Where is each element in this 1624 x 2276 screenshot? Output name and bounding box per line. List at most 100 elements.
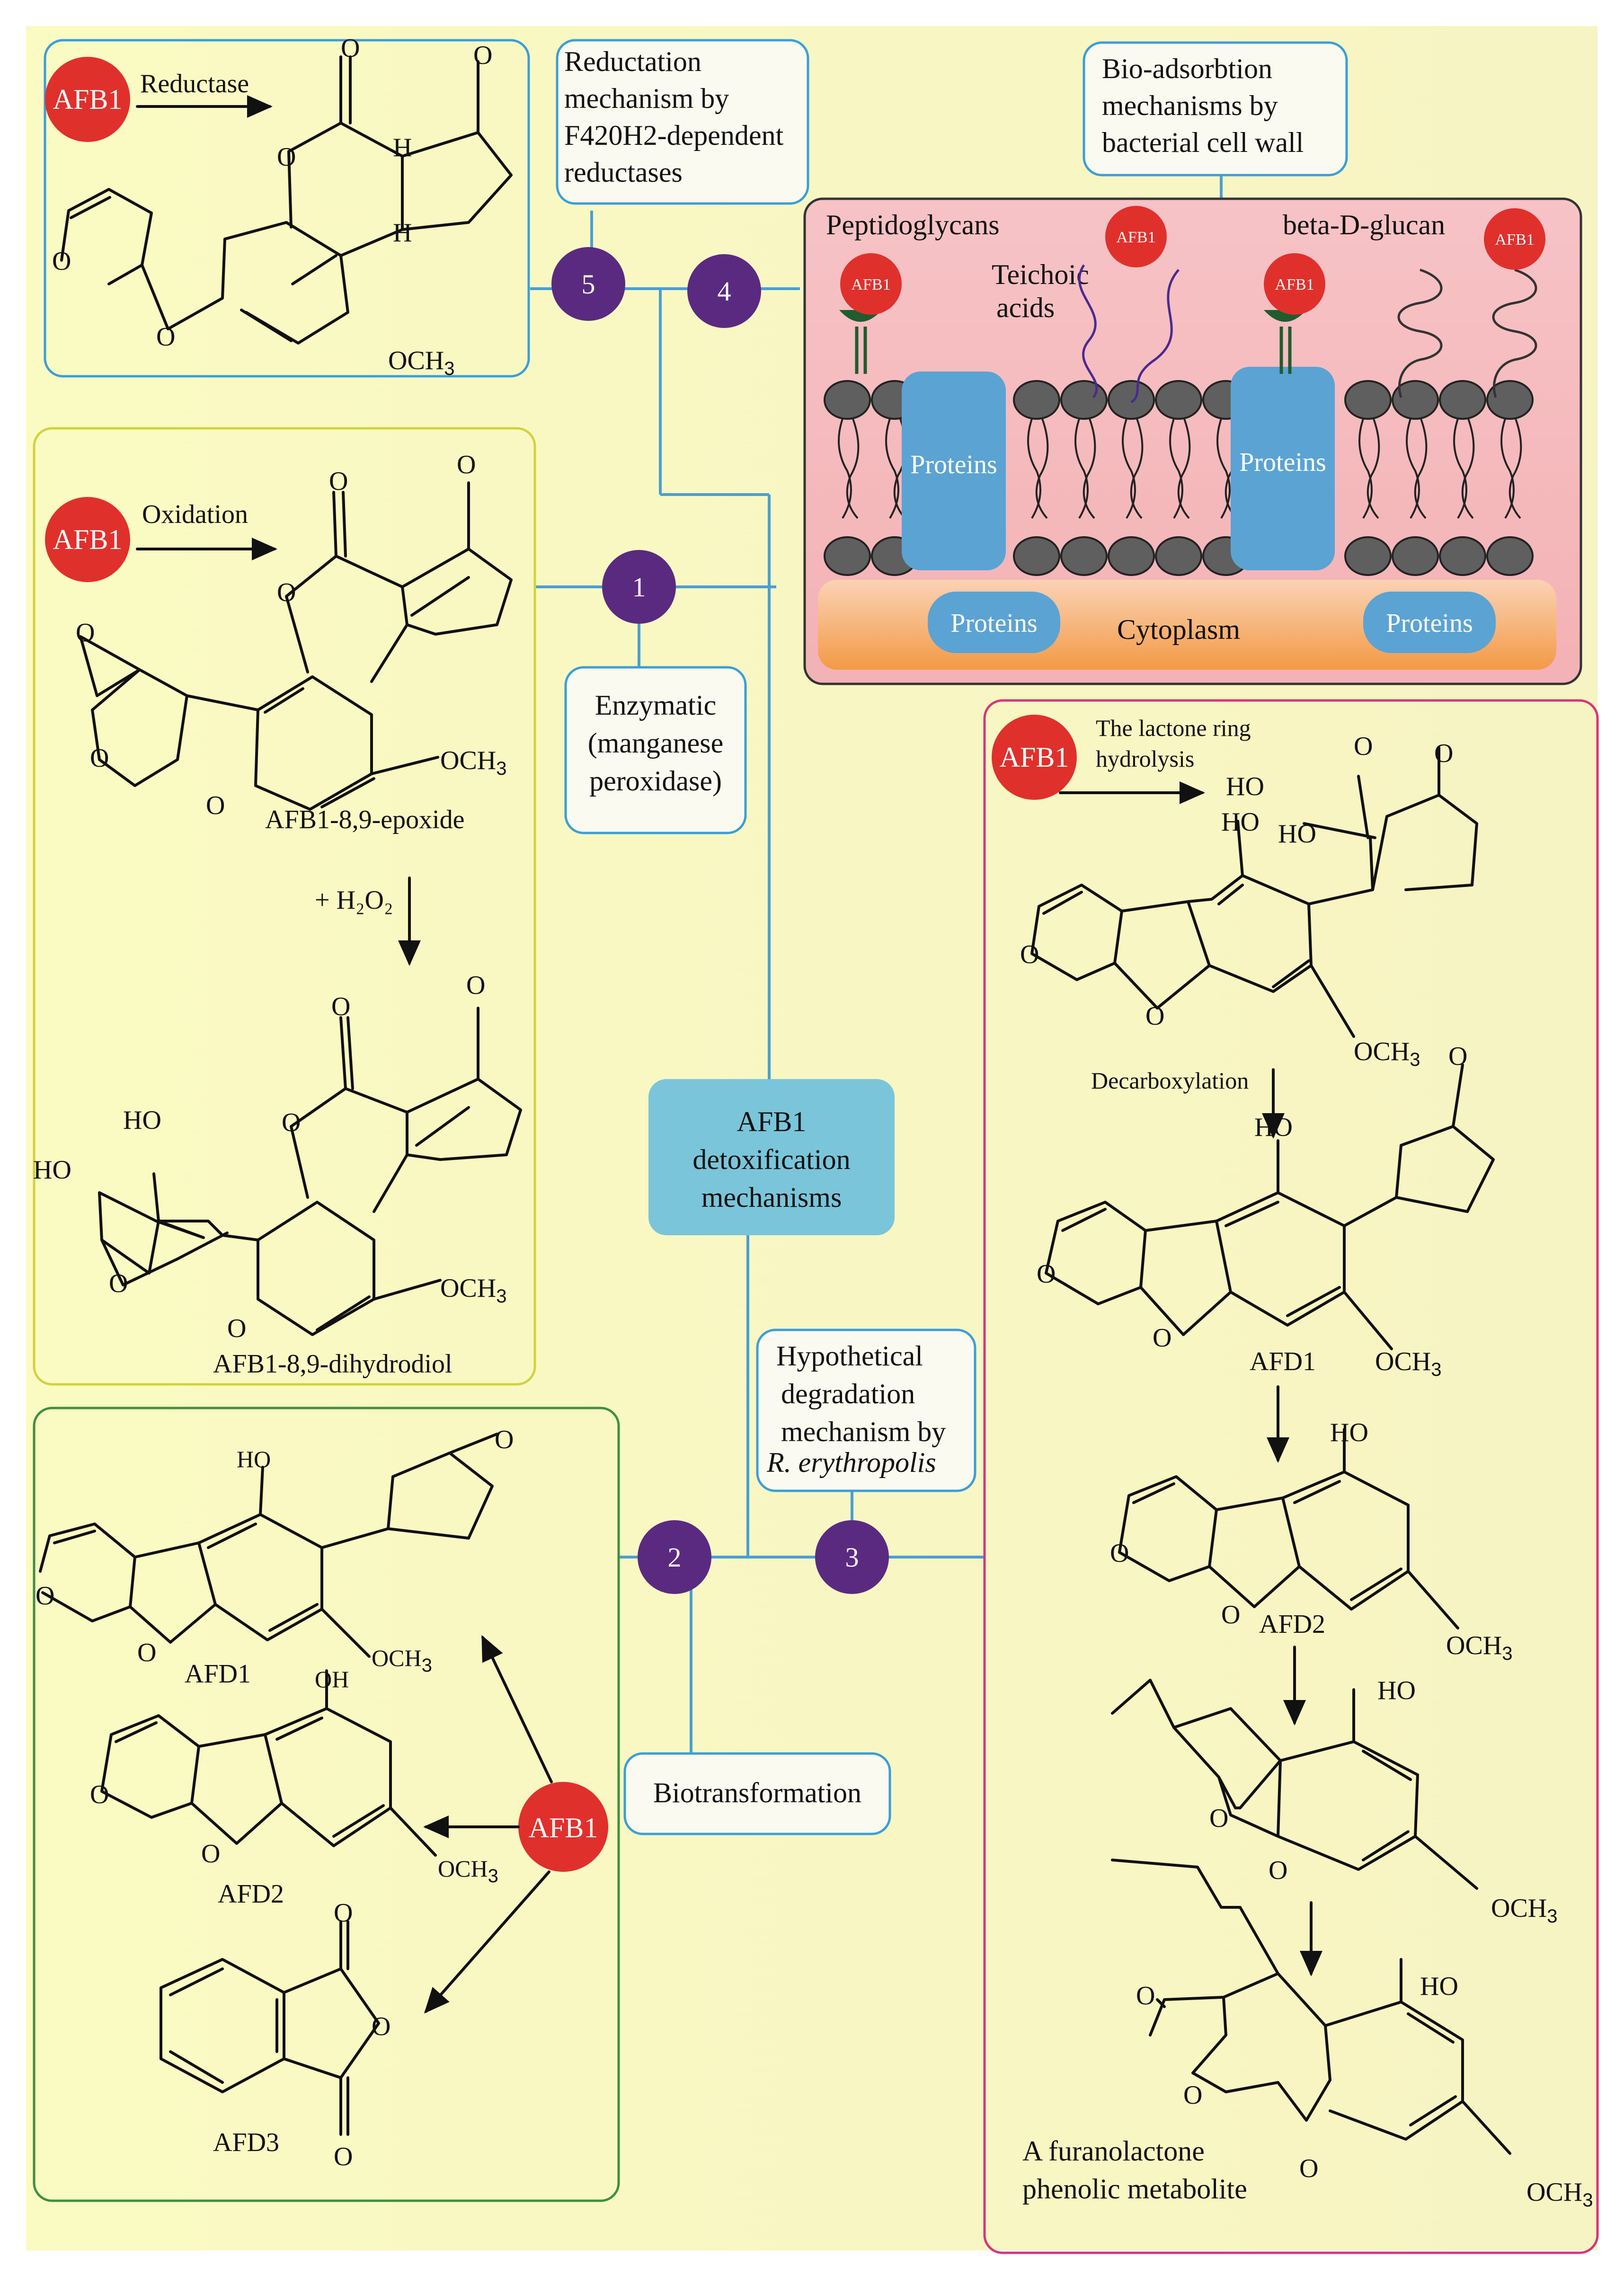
- och3-label: OCH3: [438, 1855, 498, 1886]
- svg-text:AFD1: AFD1: [185, 1659, 251, 1689]
- svg-text:Proteins: Proteins: [1386, 609, 1473, 638]
- svg-text:O: O: [372, 2012, 390, 2041]
- afd2-structure: [1118, 1428, 1459, 1630]
- svg-text:Reductation: Reductation: [564, 46, 701, 77]
- lipid-head: [1486, 380, 1534, 420]
- bioadsorption-label-box: Bio-adsorbtion mechanisms by bacterial c…: [1083, 41, 1348, 177]
- lipid-head: [1392, 380, 1439, 420]
- svg-text:AFB1: AFB1: [737, 1106, 807, 1137]
- och3-label: OCH3: [440, 746, 506, 779]
- peptidoglycan-receptor-2: AFB1: [1264, 253, 1325, 374]
- afd2-structure-box2: [100, 1669, 437, 1857]
- svg-text:O: O: [1183, 2081, 1202, 2110]
- svg-text:O: O: [1434, 739, 1453, 768]
- svg-text:O: O: [277, 578, 296, 607]
- svg-text:O: O: [495, 1425, 514, 1454]
- peptidoglycan-receptor-1: AFB1: [839, 253, 902, 374]
- lipid-head: [1439, 380, 1486, 420]
- afd1-structure: [1045, 1063, 1495, 1350]
- lipid-tail: [1509, 418, 1522, 519]
- reduced-afb1-structure: [60, 55, 513, 345]
- och3-label: OCH3: [440, 1274, 506, 1307]
- mechanism-1-panel: AFB1 Oxidation O O O O O O OCH3 AFB1-8,9…: [33, 427, 536, 1386]
- svg-text:O: O: [1145, 1001, 1164, 1031]
- svg-text:mechanism by: mechanism by: [564, 83, 729, 114]
- protein-cyto-2: [1363, 592, 1496, 653]
- node-2: 2: [638, 1520, 711, 1594]
- arrow: [424, 1870, 550, 2014]
- svg-text:HO: HO: [1330, 1418, 1368, 1447]
- svg-text:AFB1: AFB1: [1275, 276, 1314, 293]
- lipid-tail: [1367, 418, 1380, 519]
- svg-text:O: O: [227, 1314, 246, 1343]
- dihydrodiol-structure: [98, 1007, 522, 1336]
- lipid-head: [1344, 536, 1392, 576]
- lipid-head: [1486, 536, 1534, 576]
- mechanism-5-panel: AFB1 Reductase O O O H H O O OCH3: [44, 34, 530, 379]
- lipid-tail: [1083, 418, 1096, 519]
- node-3: 3: [815, 1520, 889, 1594]
- svg-text:reductases: reductases: [564, 157, 683, 188]
- svg-text:3: 3: [845, 1542, 859, 1573]
- enzymatic-label-box: Enzymatic (manganese peroxidase): [564, 666, 747, 834]
- svg-text:mechanism by: mechanism by: [781, 1416, 946, 1447]
- svg-text:O: O: [1110, 1539, 1129, 1568]
- glucan-afb1: AFB1: [1397, 208, 1545, 398]
- h-label-2: H: [393, 218, 412, 248]
- och3-label: OCH3: [372, 1645, 432, 1676]
- svg-text:O: O: [1136, 1981, 1155, 2010]
- svg-text:HO: HO: [1226, 772, 1264, 801]
- oxidation-label: Oxidation: [142, 500, 248, 529]
- lipid-head: [824, 380, 871, 420]
- protein-channel-1: [902, 372, 1006, 570]
- lipid-head: [1155, 380, 1202, 420]
- afb1-badge: [45, 57, 130, 142]
- och3-label: OCH3: [1491, 1894, 1557, 1927]
- svg-text:mechanisms: mechanisms: [701, 1182, 842, 1213]
- lipid-head: [1108, 380, 1155, 420]
- svg-text:O: O: [1269, 1856, 1287, 1885]
- afb1-label: AFB1: [53, 84, 123, 115]
- svg-text:(manganese: (manganese: [588, 727, 724, 759]
- svg-text:Proteins: Proteins: [910, 450, 997, 479]
- lipid-head: [1108, 536, 1155, 576]
- svg-text:O: O: [90, 1780, 109, 1809]
- svg-text:HO: HO: [1254, 1113, 1293, 1142]
- svg-text:O: O: [1037, 1259, 1056, 1289]
- hypothetical-label-box: Hypothetical degradation mechanism by R.…: [756, 1328, 976, 1492]
- svg-text:O: O: [1020, 940, 1039, 969]
- lipid-tail: [846, 418, 860, 519]
- node-5: 5: [551, 247, 625, 321]
- och3-label: OCH3: [388, 346, 454, 379]
- cell-wall-panel: Peptidoglycans Teichoic acids beta-D-glu…: [803, 197, 1582, 685]
- svg-text:OH: OH: [315, 1666, 349, 1692]
- svg-text:O: O: [1299, 2154, 1318, 2183]
- svg-text:HO: HO: [123, 1106, 161, 1135]
- lipid-head: [1392, 536, 1439, 576]
- reductase-label: Reductase: [140, 69, 249, 98]
- o-label-3: O: [277, 142, 296, 172]
- epoxide-structure: [79, 481, 513, 811]
- lipid-tail: [1177, 418, 1191, 519]
- svg-text:1: 1: [632, 572, 646, 602]
- svg-text:AFB1: AFB1: [529, 1812, 598, 1843]
- svg-text:mechanisms by: mechanisms by: [1102, 90, 1278, 121]
- svg-text:O: O: [137, 1638, 156, 1667]
- svg-text:HO: HO: [33, 1155, 71, 1185]
- svg-text:HO: HO: [237, 1446, 271, 1472]
- svg-text:HO: HO: [1278, 819, 1316, 849]
- mechanism-2-panel: HO O O O OCH3 AFD1 OH O O AFD2 OCH3 O O …: [33, 1407, 620, 2202]
- svg-text:A furanolactone: A furanolactone: [1022, 2135, 1205, 2167]
- svg-text:Enzymatic: Enzymatic: [595, 690, 717, 721]
- svg-text:O: O: [90, 744, 109, 773]
- svg-text:AFB1: AFB1: [851, 276, 890, 293]
- lipid-tail: [1130, 418, 1144, 519]
- svg-text:2: 2: [668, 1542, 682, 1573]
- svg-text:5: 5: [582, 269, 595, 300]
- svg-text:peroxidase): peroxidase): [589, 765, 722, 797]
- lipid-tail: [1035, 418, 1049, 519]
- furanolactone-structure: [1111, 1859, 1511, 2155]
- svg-text:AFD3: AFD3: [213, 2128, 279, 2157]
- svg-text:AFD1: AFD1: [1250, 1347, 1316, 1376]
- o-label-4: O: [52, 247, 71, 276]
